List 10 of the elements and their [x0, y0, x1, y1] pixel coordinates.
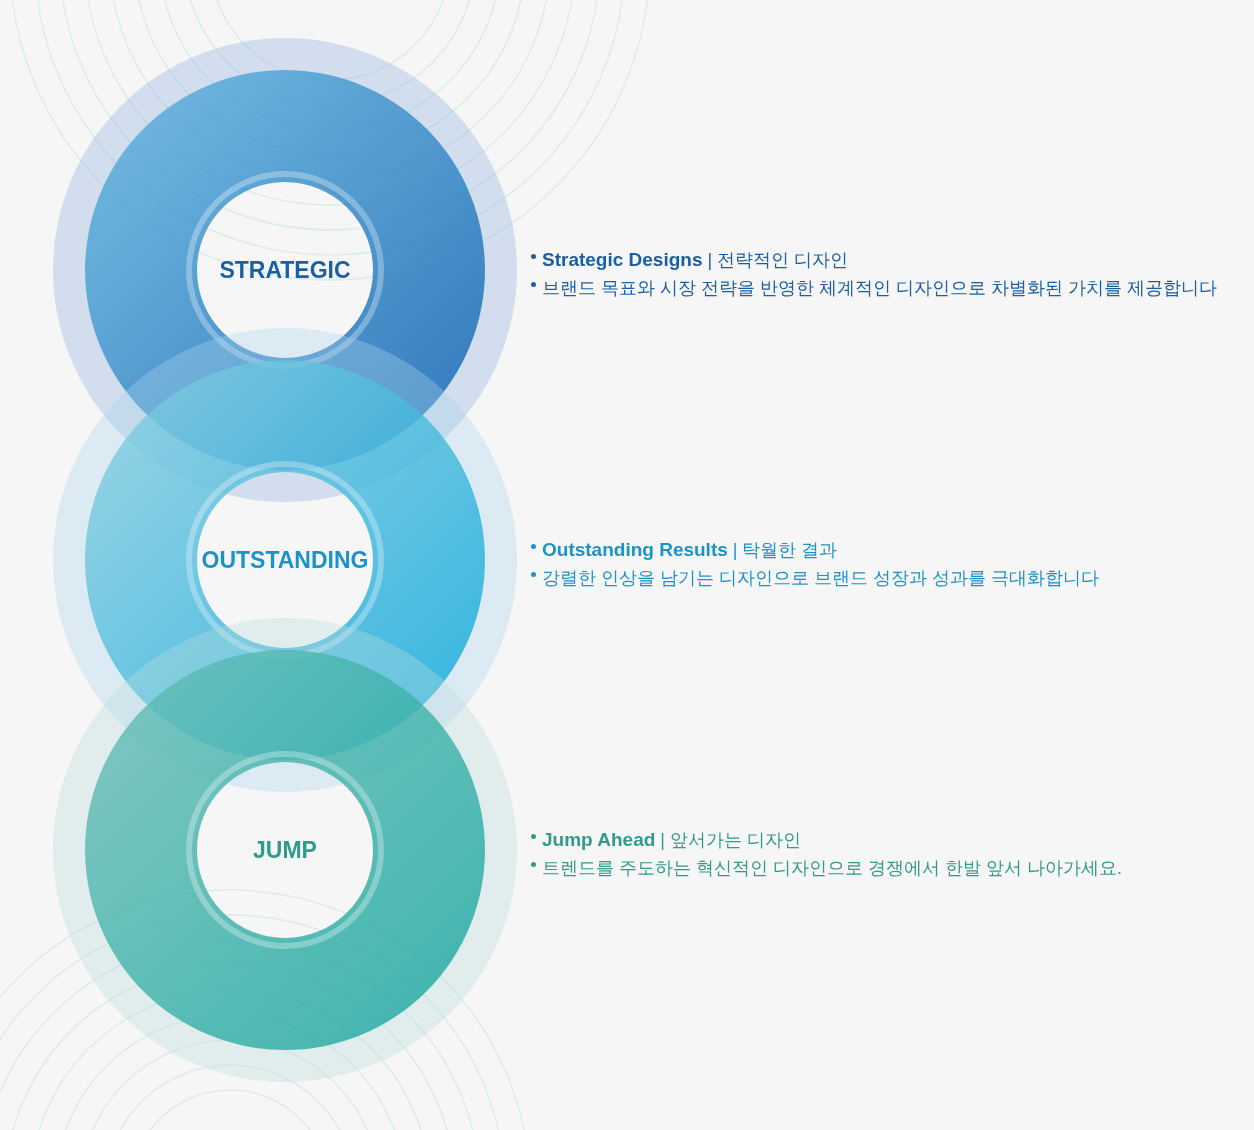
description-text: 브랜드 목표와 시장 전략을 반영한 체계적인 디자인으로 차별화된 가치를 제공합니다 — [542, 277, 1217, 300]
ring-label: OUTSTANDING — [201, 546, 369, 574]
ring-label: STRATEGIC — [219, 256, 351, 284]
heading-text: Jump Ahead | 앞서가는 디자인 — [542, 828, 801, 852]
ring-label: JUMP — [253, 836, 317, 864]
description-text: 트렌드를 주도하는 혁신적인 디자인으로 경쟁에서 한발 앞서 나아가세요. — [542, 857, 1122, 880]
heading-text: Outstanding Results | 탁월한 결과 — [542, 538, 838, 562]
description-text: 강렬한 인상을 남기는 디자인으로 브랜드 성장과 성과를 극대화합니다 — [542, 567, 1099, 590]
heading-text: Strategic Designs | 전략적인 디자인 — [542, 248, 849, 272]
ring-shape — [53, 618, 517, 1082]
